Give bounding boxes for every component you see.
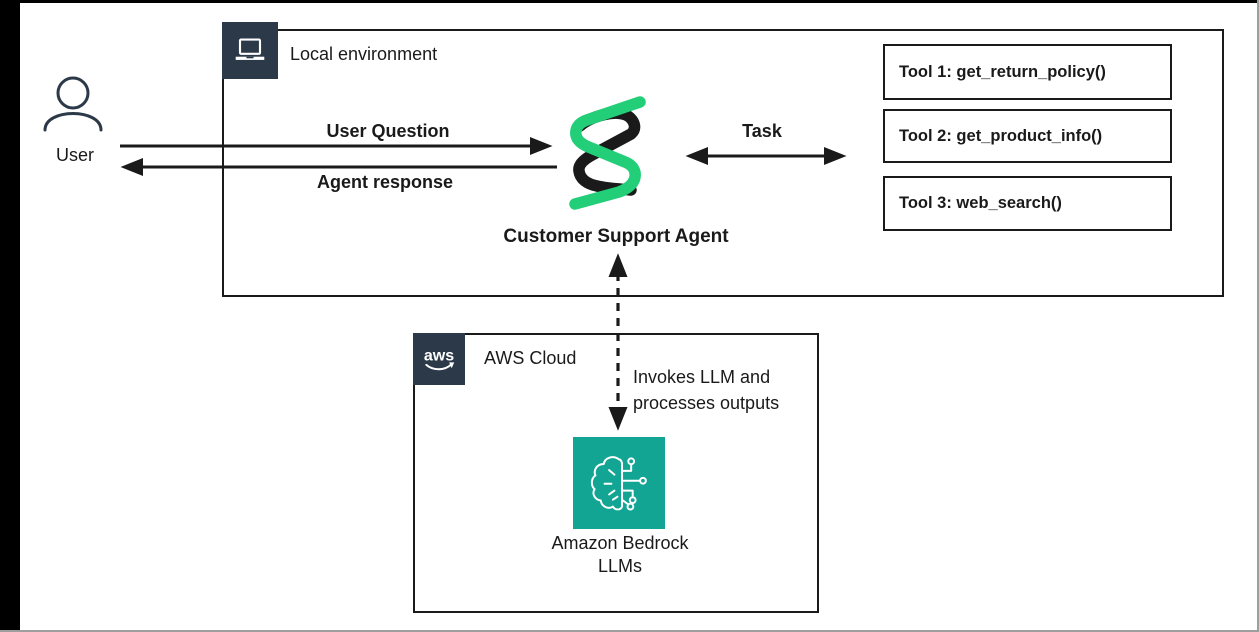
user-icon <box>42 76 104 132</box>
bedrock-label-line1: Amazon Bedrock <box>551 533 689 553</box>
left-black-bar <box>0 0 20 630</box>
aws-logo-icon: aws <box>417 337 461 381</box>
aws-cloud-badge: aws <box>413 333 465 385</box>
bedrock-label: Amazon Bedrock LLMs <box>520 532 720 578</box>
tool-box-3: Tool 3: web_search() <box>883 176 1172 231</box>
strands-agent-logo <box>565 93 655 213</box>
user-label: User <box>55 145 94 165</box>
tool-2-label: Tool 2: get_product_info() <box>899 126 1103 145</box>
agent-response-label: Agent response <box>316 172 454 192</box>
local-environment-title: Local environment <box>290 44 438 64</box>
bedrock-brain-circuit-icon <box>584 448 654 518</box>
laptop-icon <box>230 31 270 71</box>
invoke-line2: processes outputs <box>633 393 780 413</box>
tool-box-2: Tool 2: get_product_info() <box>883 109 1172 163</box>
agent-title: Customer Support Agent <box>503 226 729 247</box>
tool-3-label: Tool 3: web_search() <box>899 194 1062 212</box>
local-environment-box <box>222 29 1224 297</box>
bedrock-label-line2: LLMs <box>597 556 642 576</box>
top-black-bar <box>0 0 1257 3</box>
tool-box-1: Tool 1: get_return_policy() <box>883 44 1172 100</box>
aws-cloud-title: AWS Cloud <box>484 348 577 368</box>
invoke-line1: Invokes LLM and <box>633 367 771 387</box>
tool-1-label: Tool 1: get_return_policy() <box>899 62 1106 81</box>
user-question-label: User Question <box>326 121 450 141</box>
task-label: Task <box>742 121 782 141</box>
aws-logo-text: aws <box>424 347 454 365</box>
invoke-label: Invokes LLM and processes outputs <box>633 364 779 416</box>
local-environment-badge <box>222 22 278 79</box>
bedrock-tile <box>573 437 665 529</box>
